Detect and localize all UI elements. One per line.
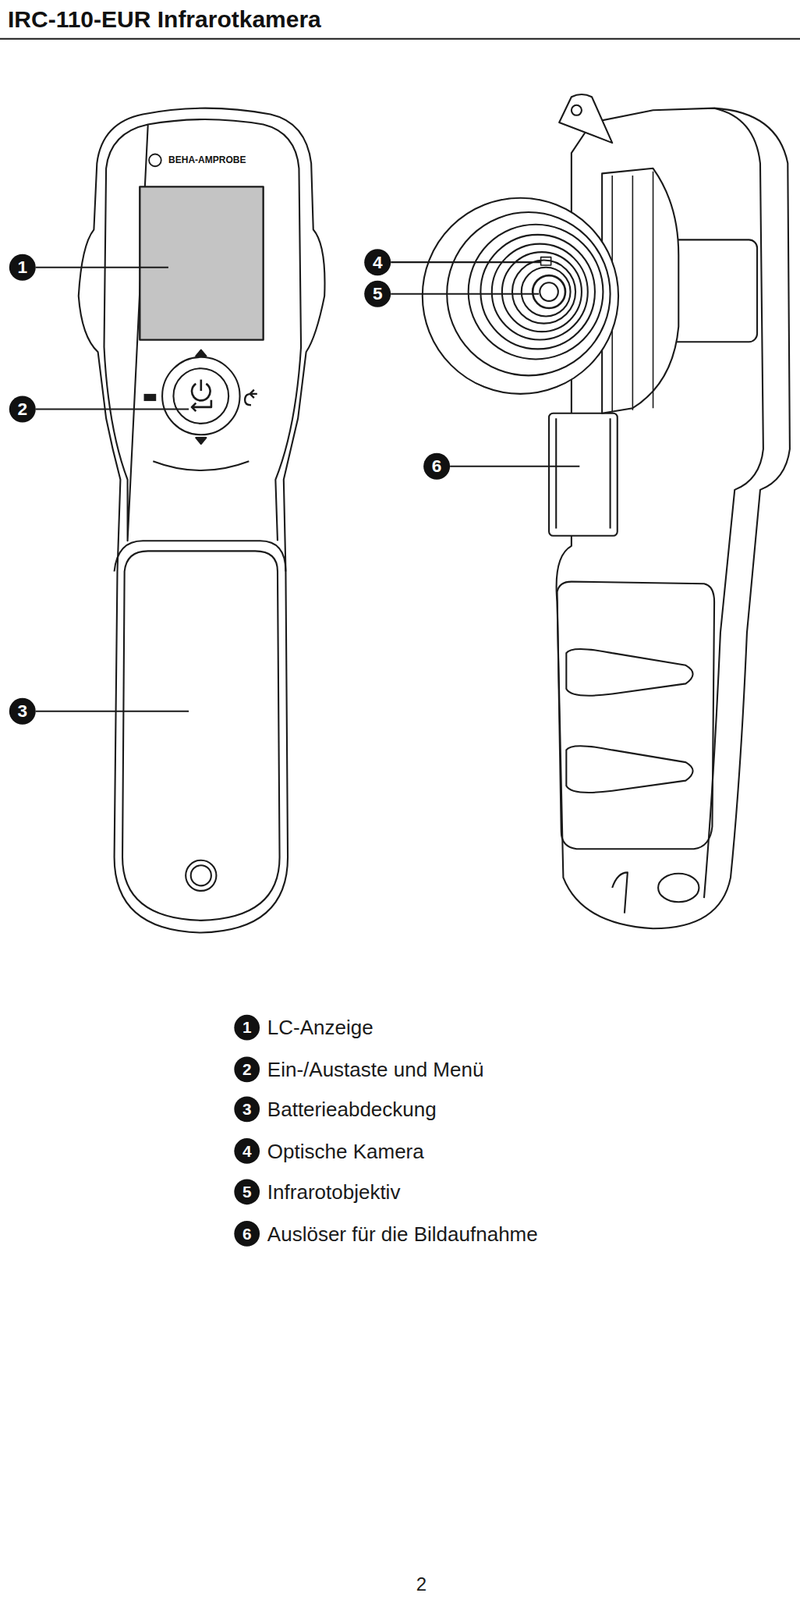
callout-number: 6 <box>235 1222 259 1246</box>
brand-logo: BEHA-AMPROBE <box>168 154 246 166</box>
callout-number: 6 <box>424 453 449 478</box>
page-title: IRC-110-EUR Infrarotkamera <box>7 6 322 33</box>
page-number: 2 <box>416 1572 427 1595</box>
callout-number: 5 <box>365 281 390 306</box>
part-name: LC-Anzeige <box>267 1015 374 1040</box>
callout-number: 4 <box>365 250 390 275</box>
part-name: Auslöser für die Bildaufnahme <box>267 1221 539 1247</box>
callout-number: 1 <box>10 254 35 280</box>
part-name: Ein-/Austaste und Menü <box>267 1057 485 1082</box>
callout-number: 5 <box>235 1180 259 1204</box>
callout-number: 4 <box>235 1139 259 1163</box>
callout-number: 3 <box>10 698 35 723</box>
callout-number: 2 <box>235 1058 259 1081</box>
callout-number: 2 <box>10 396 35 422</box>
part-name: Optische Kamera <box>267 1139 425 1164</box>
part-name: Infrarotobjektiv <box>267 1179 401 1204</box>
part-name: Batterieabdeckung <box>267 1097 437 1122</box>
callout-number: 1 <box>235 1015 259 1039</box>
callout-number: 3 <box>235 1097 259 1121</box>
